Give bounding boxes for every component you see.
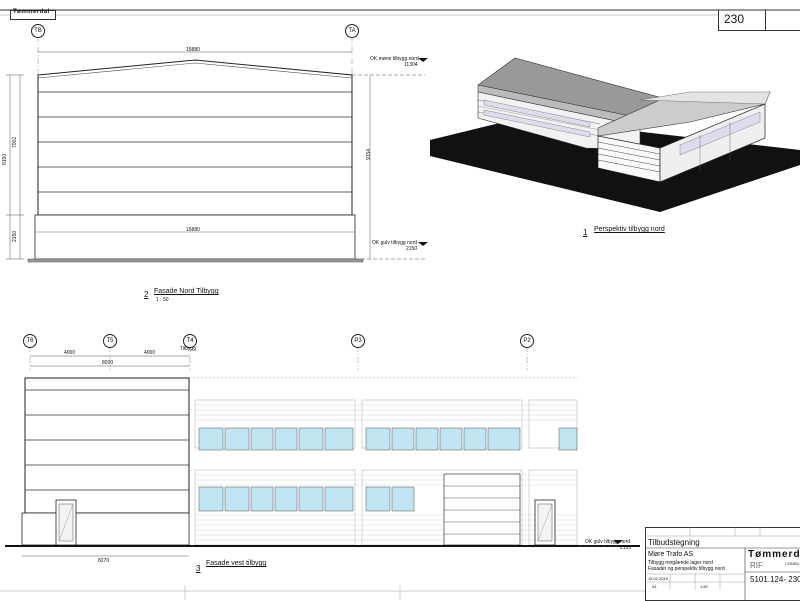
tb-drawing-type: Tilbudstegning <box>648 538 700 547</box>
grid-bubble-t6: T6 <box>23 334 37 348</box>
tb-field-a: A1 <box>652 584 657 589</box>
dim-top-north: 15880 <box>186 47 200 53</box>
grid-bubble-tb: TB <box>31 24 45 38</box>
dim-bottom-north: 15880 <box>186 227 200 233</box>
grid-bubble-t4: T4 <box>183 334 197 348</box>
west-level-value: 2150 <box>620 545 632 551</box>
level-bottom-value: 2150 <box>406 246 418 252</box>
grid-bubble-p2: P2 <box>520 334 534 348</box>
dim-west-a: 4000 <box>64 350 76 356</box>
view-1-number: 1 <box>583 228 588 237</box>
dim-west-b: 4000 <box>144 350 156 356</box>
sheet-number-divider <box>765 10 766 30</box>
grid-bubble-ta: TA <box>345 24 359 38</box>
grid-bubble-t5: T5 <box>103 334 117 348</box>
tb-drawing-number: 5101.124- 230 <box>750 575 800 584</box>
level-top-label: OK møne tilbygg nord <box>370 56 419 62</box>
header-logo-text: Tømmerdal <box>13 9 50 15</box>
view-2-title: Fasade Nord Tilbygg <box>154 288 219 295</box>
grid-sub-label: Tilbygg <box>180 346 196 352</box>
tb-line2: Fasader og perspektiv tilbygg nord <box>648 566 725 572</box>
sheet-number-box <box>718 10 800 31</box>
tb-line1: Tilbygg mngående lager nord <box>648 560 713 566</box>
sheet-number: 230 <box>724 12 745 26</box>
level-bottom-label: OK gulv tilbygg nord <box>372 240 418 246</box>
tb-client: Møre Trafo AS <box>648 551 694 558</box>
tb-rif-logo: RIF <box>750 561 763 570</box>
tb-logo-text: Tømmerd <box>748 549 800 560</box>
dim-west-total: 8010 <box>102 360 114 366</box>
grid-bubble-p3: P3 <box>351 334 365 348</box>
view-2-scale: 1 : 50 <box>156 297 169 303</box>
tb-date: 15.02.2019 <box>648 576 669 581</box>
header-logo-tab <box>10 10 56 20</box>
tb-field-b: 1:50 <box>700 584 708 589</box>
view-2-number: 2 <box>144 290 149 299</box>
tb-logo-sub: CONSU <box>785 561 800 566</box>
view-1-title: Perspektiv tilbygg nord <box>594 226 665 233</box>
view-3-title: Fasade vest tilbygg <box>206 560 267 567</box>
dim-west-bottom: 8270 <box>98 558 110 564</box>
level-top-value: 11304 <box>404 62 418 68</box>
west-level-label: OK gulv tilbygg nord <box>585 539 631 545</box>
view-3-number: 3 <box>196 564 201 573</box>
